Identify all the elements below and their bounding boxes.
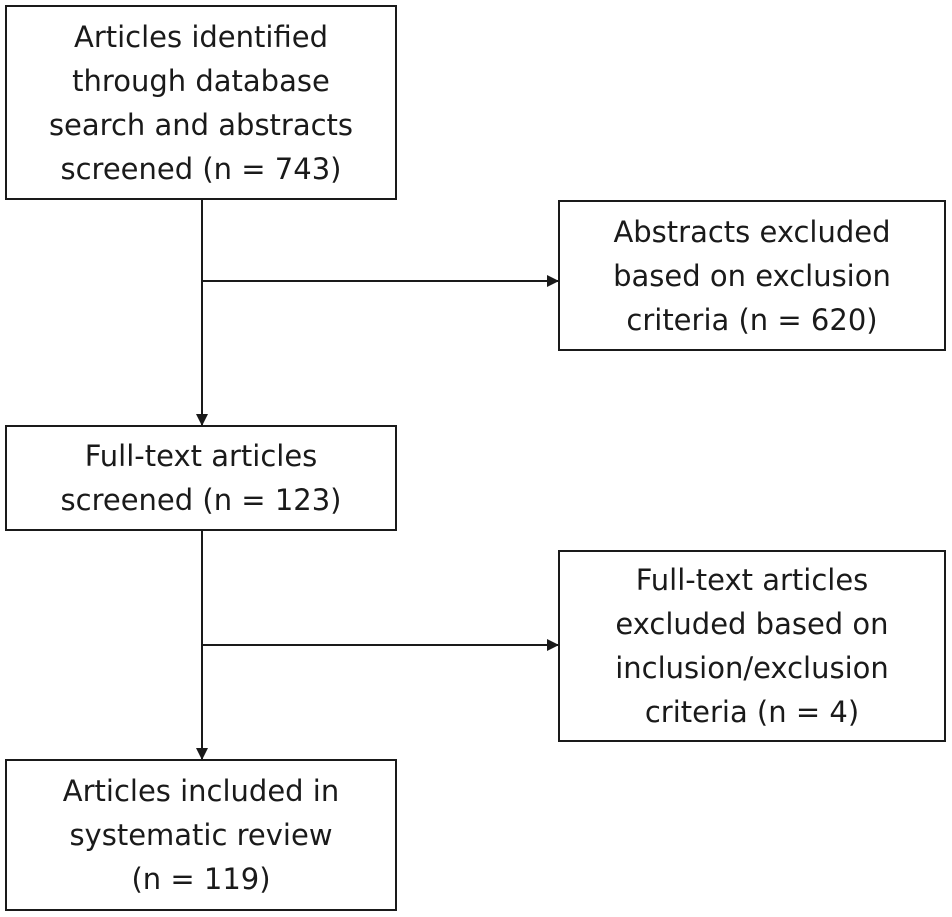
box-text-line: based on exclusion bbox=[613, 258, 891, 293]
box-text-line: systematic review bbox=[69, 818, 333, 852]
box-articles-identified: Articles identified through database sea… bbox=[5, 5, 397, 200]
box-text-line: criteria (n = 620) bbox=[626, 302, 878, 337]
box-fulltext-excluded: Full-text articles excluded based on inc… bbox=[558, 550, 946, 742]
box-text-line: inclusion/exclusion bbox=[615, 651, 889, 685]
box-abstracts-excluded: Abstracts excluded based on exclusion cr… bbox=[558, 200, 946, 351]
box-text-line: screened (n = 743) bbox=[60, 151, 342, 186]
box-text-line: Abstracts excluded bbox=[613, 214, 891, 249]
box-articles-included: Articles included in systematic review (… bbox=[5, 759, 397, 911]
box-text-line: (n = 119) bbox=[131, 862, 271, 896]
box-text-line: search and abstracts bbox=[48, 107, 354, 142]
box-text-line: Full-text articles bbox=[84, 439, 318, 473]
box-text-line: screened (n = 123) bbox=[60, 483, 342, 517]
box-text-line: Articles identified bbox=[73, 19, 328, 54]
box-text-line: excluded based on bbox=[615, 607, 889, 641]
box-fulltext-screened: Full-text articles screened (n = 123) bbox=[5, 425, 397, 531]
box-text-line: Articles included in bbox=[62, 774, 340, 808]
box-text-line: through database bbox=[72, 63, 330, 98]
box-text-line: Full-text articles bbox=[635, 563, 869, 597]
box-text-line: criteria (n = 4) bbox=[644, 695, 860, 729]
